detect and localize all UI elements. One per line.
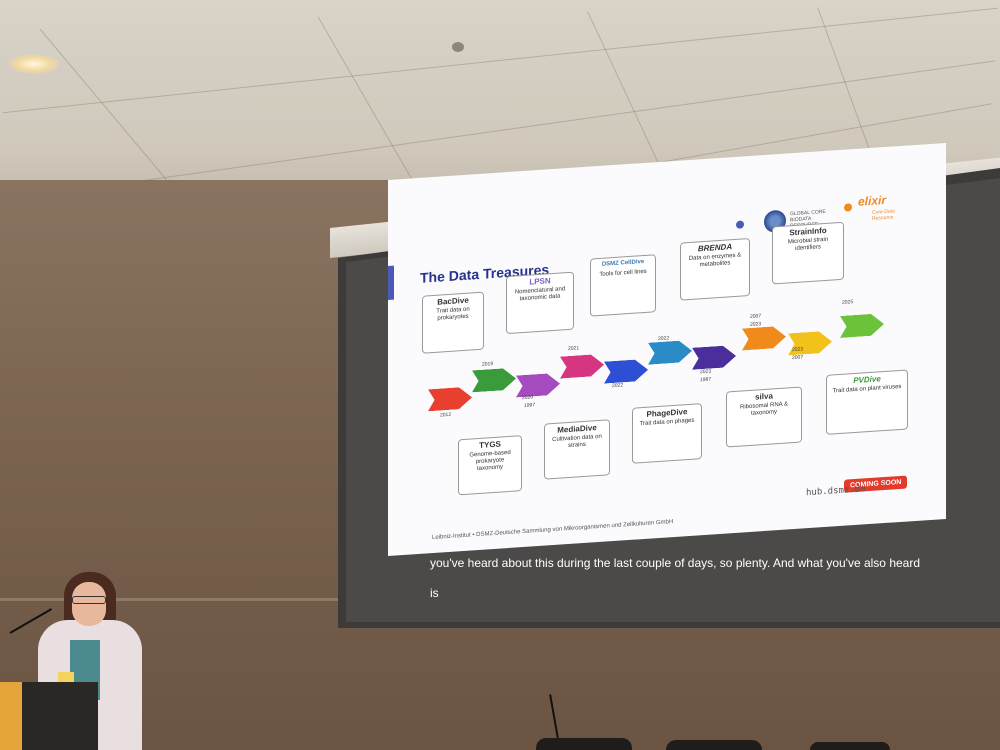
year-label: 2022	[658, 335, 670, 343]
timeline-arrow	[428, 386, 472, 411]
card-brenda: BRENDA Data on enzymes & metabolites	[680, 237, 750, 301]
slide-accent-bar	[388, 265, 394, 300]
slide-page-number: 2	[882, 481, 885, 488]
card-mediadive: MediaDive Cultivation data on strains	[544, 419, 610, 480]
year-label: 2020	[522, 394, 534, 402]
card-desc: Ribosomal RNA & taxonomy	[739, 401, 789, 417]
card-desc: Data on enzymes & metabolites	[688, 252, 742, 269]
elixir-sub-text: Core Data Resource	[872, 208, 895, 222]
year-label: 1987	[700, 376, 712, 384]
card-name: PhageDive	[646, 407, 688, 419]
card-name: DSMZ CellDive	[601, 258, 645, 268]
elixir-logo: elixir	[858, 192, 887, 209]
slide: The Data Treasures GLOBAL CORE BIODATA R…	[388, 142, 946, 556]
slide-footer-institute: Leibniz-Institut • DSMZ-Deutsche Sammlun…	[432, 519, 674, 542]
year-label: 2023	[750, 321, 762, 328]
timeline-arrow	[604, 359, 648, 384]
card-name: BRENDA	[697, 242, 733, 254]
card-desc: Trait data on plant viruses	[832, 383, 902, 395]
timeline-arrow	[840, 313, 884, 338]
year-label: 2012	[440, 411, 452, 419]
card-celldive: DSMZ CellDive Tools for cell lines	[590, 254, 656, 317]
chair	[666, 740, 762, 750]
card-name: TYGS	[479, 439, 501, 450]
slide-footer-url: hub.dsmz.de	[806, 484, 866, 499]
blue-dot	[736, 220, 744, 229]
card-desc: Cultivation data on strains	[552, 433, 602, 450]
caption-line-1: you've heard about this during the last …	[430, 556, 921, 570]
card-silva: silva Ribosomal RNA & taxonomy	[726, 386, 802, 448]
timeline-arrow	[472, 367, 516, 392]
ceiling-light	[8, 54, 60, 74]
card-name: LPSN	[529, 276, 551, 287]
card-desc: Genome-based prokaryote taxonomy	[469, 449, 511, 473]
timeline-arrow	[560, 354, 604, 379]
card-straininfo: StrainInfo Microbial strain identifiers	[772, 221, 844, 285]
timeline-arrow	[648, 340, 692, 365]
podium-sign	[0, 682, 22, 750]
year-label: 2022	[612, 382, 624, 390]
card-desc: Trait data on prokaryotes	[436, 306, 470, 322]
card-name: StrainInfo	[789, 225, 827, 238]
orange-dot	[844, 203, 852, 212]
timeline-arrow	[516, 373, 560, 398]
year-label: 2025	[842, 299, 854, 306]
card-desc: Tools for cell lines	[599, 268, 647, 278]
card-desc: Trait data on phages	[639, 417, 695, 428]
year-label: 2023	[792, 346, 804, 354]
year-label: 2023	[700, 368, 712, 376]
card-pvdive: PVDive Trait data on plant viruses	[826, 369, 908, 435]
card-phagedive: PhageDive Trait data on phages	[632, 403, 702, 464]
card-name: MediaDive	[557, 423, 597, 435]
chair	[536, 738, 632, 750]
speaker-glasses	[72, 596, 106, 604]
card-tygs: TYGS Genome-based prokaryote taxonomy	[458, 435, 522, 496]
chair	[810, 742, 890, 750]
caption-line-2: is	[430, 586, 439, 600]
card-desc: Microbial strain identifiers	[787, 236, 829, 252]
speaker-face	[72, 582, 106, 626]
card-lpsn: LPSN Nomenclatural and taxonomic data	[506, 271, 574, 335]
card-name: BacDive	[437, 295, 469, 307]
timeline-arrow	[692, 345, 736, 370]
card-bacdive: BacDive Trait data on prokaryotes	[422, 291, 484, 354]
year-label: 1997	[524, 402, 536, 409]
ceiling-sprinkler	[452, 42, 464, 52]
year-label: 2007	[792, 354, 804, 362]
year-label: 2007	[750, 313, 762, 320]
timeline-arrow	[742, 326, 786, 351]
card-desc: Nomenclatural and taxonomic data	[514, 286, 566, 303]
year-label: 2021	[568, 345, 580, 353]
year-label: 2019	[482, 361, 494, 368]
wall-rail	[0, 598, 340, 601]
